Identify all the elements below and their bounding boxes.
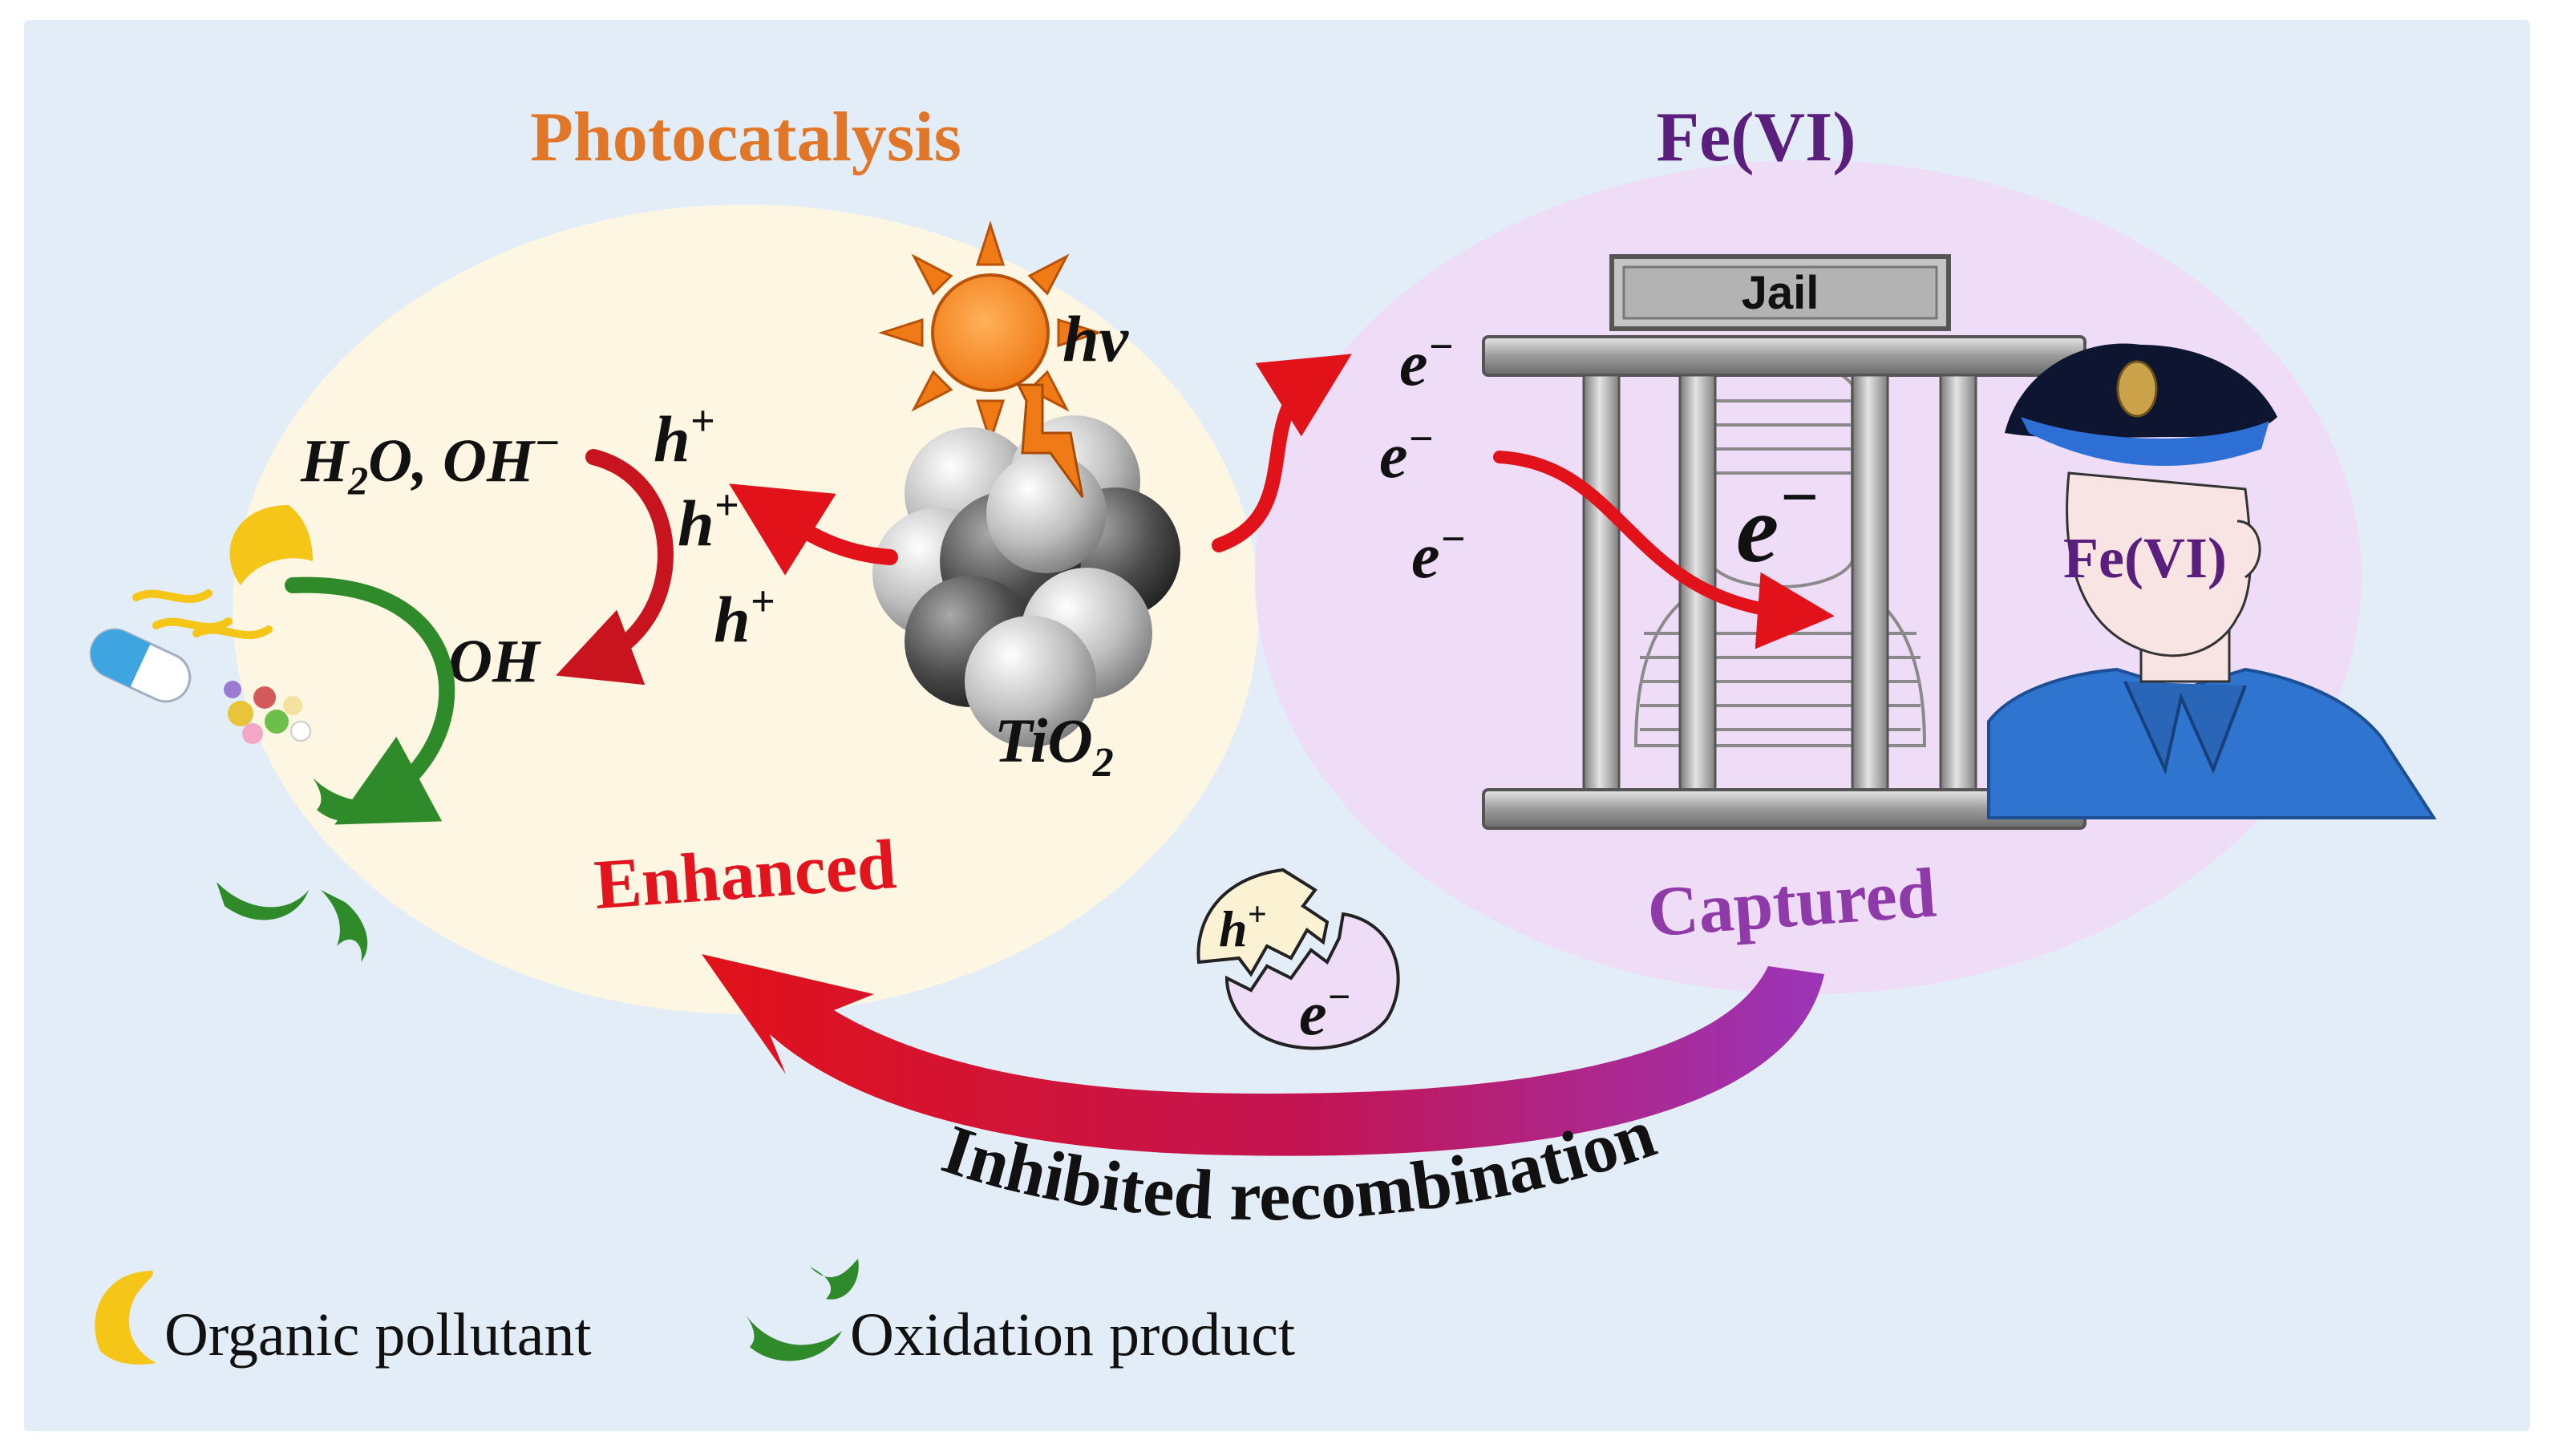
legend-product-label: Oxidation product xyxy=(850,1301,1295,1369)
jail-sign-label: Jail xyxy=(1742,267,1819,319)
hole-arrow xyxy=(729,483,898,576)
electron-label-2: e− xyxy=(1379,415,1434,491)
oxidation-arrow xyxy=(556,449,674,686)
capture-arrow xyxy=(1493,451,1835,649)
legend-pollutant-icon xyxy=(95,1271,156,1365)
title-photocatalysis: Photocatalysis xyxy=(530,99,961,176)
officer-badge-label: Fe(VI) xyxy=(2063,526,2227,590)
pair-hole-label: h+ xyxy=(1219,896,1267,957)
legend: Organic pollutant Oxidation product xyxy=(95,1259,1295,1369)
water-hydroxide-label: H2O, OH− xyxy=(300,419,561,503)
hole-electron-pair-icon: h+ e− xyxy=(1196,868,1400,1050)
electron-transfer-arrow xyxy=(1212,354,1352,552)
product-fragment-icon xyxy=(217,778,401,962)
degradation-arrow xyxy=(285,576,455,825)
sun-icon xyxy=(878,220,1103,445)
pollutant-crescent-icon xyxy=(229,505,313,585)
lightning-icon xyxy=(1016,383,1084,498)
pill-capsule-icon xyxy=(89,628,311,744)
tio2-label: TiO2 xyxy=(994,706,1114,786)
electron-label-3: e− xyxy=(1411,515,1466,592)
police-officer-icon: Fe(VI) xyxy=(1987,343,2437,819)
legend-product-icon xyxy=(746,1259,859,1361)
h-plus-label-3: h+ xyxy=(714,577,775,656)
prisoner-icon xyxy=(1633,358,1927,747)
electron-label-1: e− xyxy=(1399,322,1454,399)
legend-pollutant-label: Organic pollutant xyxy=(164,1301,592,1369)
recombination-arc-arrow xyxy=(702,954,1824,1156)
pollutant-vapor-icon xyxy=(132,589,273,640)
title-fe6: Fe(VI) xyxy=(1656,99,1856,176)
hv-label: hv xyxy=(1062,302,1130,375)
pair-electron-label: e− xyxy=(1299,974,1351,1048)
captured-electron-label: e− xyxy=(1736,460,1819,582)
h-plus-label-1: h+ xyxy=(654,397,714,475)
